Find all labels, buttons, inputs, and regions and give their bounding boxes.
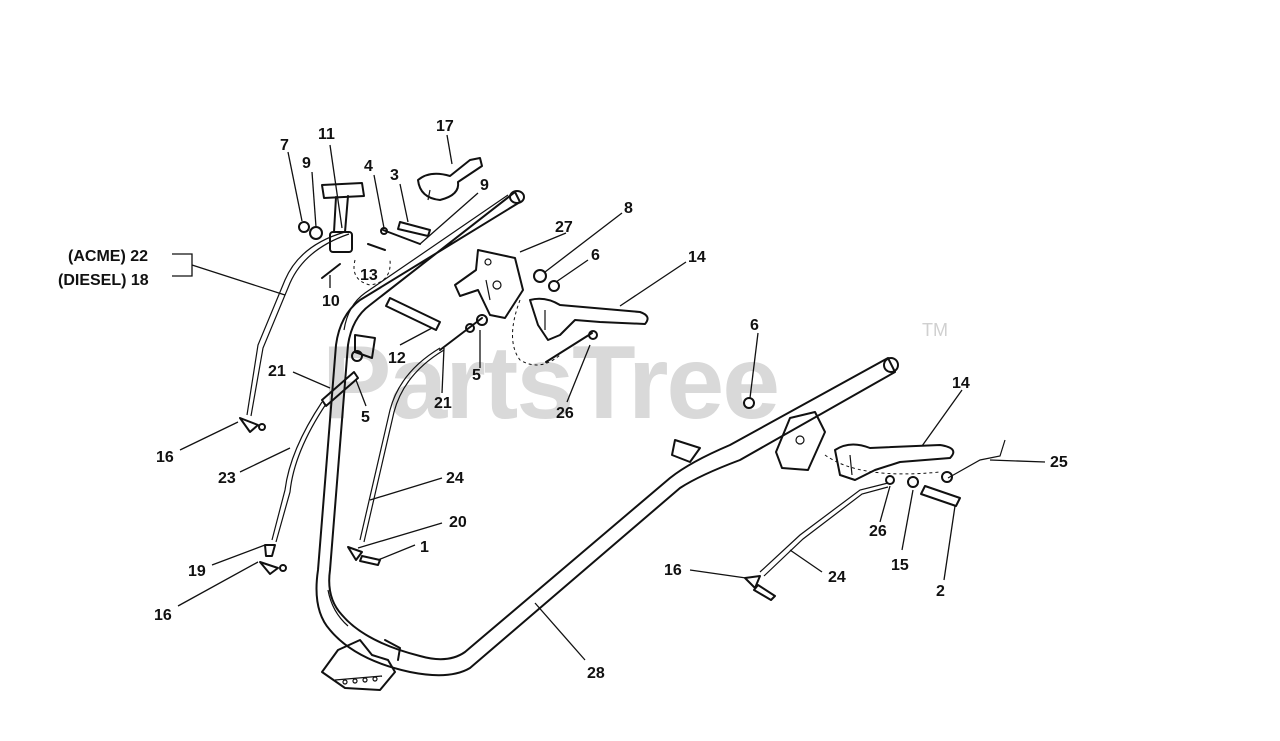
callout-9-lower: 9 (480, 177, 489, 194)
right-lever-assembly (743, 397, 1006, 601)
callout-acme-22: (ACME) 22 (68, 248, 148, 265)
upper-bracket-assembly (321, 249, 649, 407)
callout-10: 10 (322, 293, 340, 310)
callout-26-right: 26 (869, 523, 887, 540)
callout-16-lower: 16 (154, 607, 172, 624)
callout-9-upper: 9 (302, 155, 311, 172)
callout-labels: 7 9 11 4 3 17 9 27 8 6 14 (ACME) 22 (DIE… (58, 118, 1068, 682)
callout-24-right: 24 (828, 569, 846, 586)
watermark-trademark: TM (922, 320, 948, 340)
left-control-assembly (239, 157, 483, 433)
callout-25: 25 (1050, 454, 1068, 471)
callout-16-right: 16 (664, 562, 682, 579)
callout-26-upper: 26 (556, 405, 574, 422)
callout-19: 19 (188, 563, 206, 580)
callout-2: 2 (936, 583, 945, 600)
callout-17: 17 (436, 118, 454, 135)
callout-16-upper: 16 (156, 449, 174, 466)
leader-lines (172, 134, 1046, 661)
callout-23: 23 (218, 470, 236, 487)
callout-14-upper: 14 (688, 249, 706, 266)
callout-28: 28 (587, 665, 605, 682)
watermark: PartsTree TM (322, 320, 948, 441)
callout-21-left: 21 (268, 363, 286, 380)
callout-24-left: 24 (446, 470, 464, 487)
callout-6-right: 6 (750, 317, 759, 334)
callout-11: 11 (318, 126, 335, 143)
callout-20: 20 (449, 514, 467, 531)
callout-5-left: 5 (361, 409, 370, 426)
watermark-text: PartsTree (322, 325, 778, 441)
callout-15: 15 (891, 557, 909, 574)
callout-1: 1 (420, 539, 429, 556)
left-rods (259, 347, 445, 575)
callout-5-mid: 5 (472, 367, 481, 384)
callout-6-upper: 6 (591, 247, 600, 264)
callout-7: 7 (280, 137, 289, 154)
callout-27: 27 (555, 219, 573, 236)
callout-21-mid: 21 (434, 395, 452, 412)
callout-12: 12 (388, 350, 406, 367)
callout-13: 13 (360, 267, 378, 284)
callout-4: 4 (364, 158, 373, 175)
callout-diesel-18: (DIESEL) 18 (58, 272, 149, 289)
callout-3: 3 (390, 167, 399, 184)
callout-8: 8 (624, 200, 633, 217)
callout-14-right: 14 (952, 375, 970, 392)
